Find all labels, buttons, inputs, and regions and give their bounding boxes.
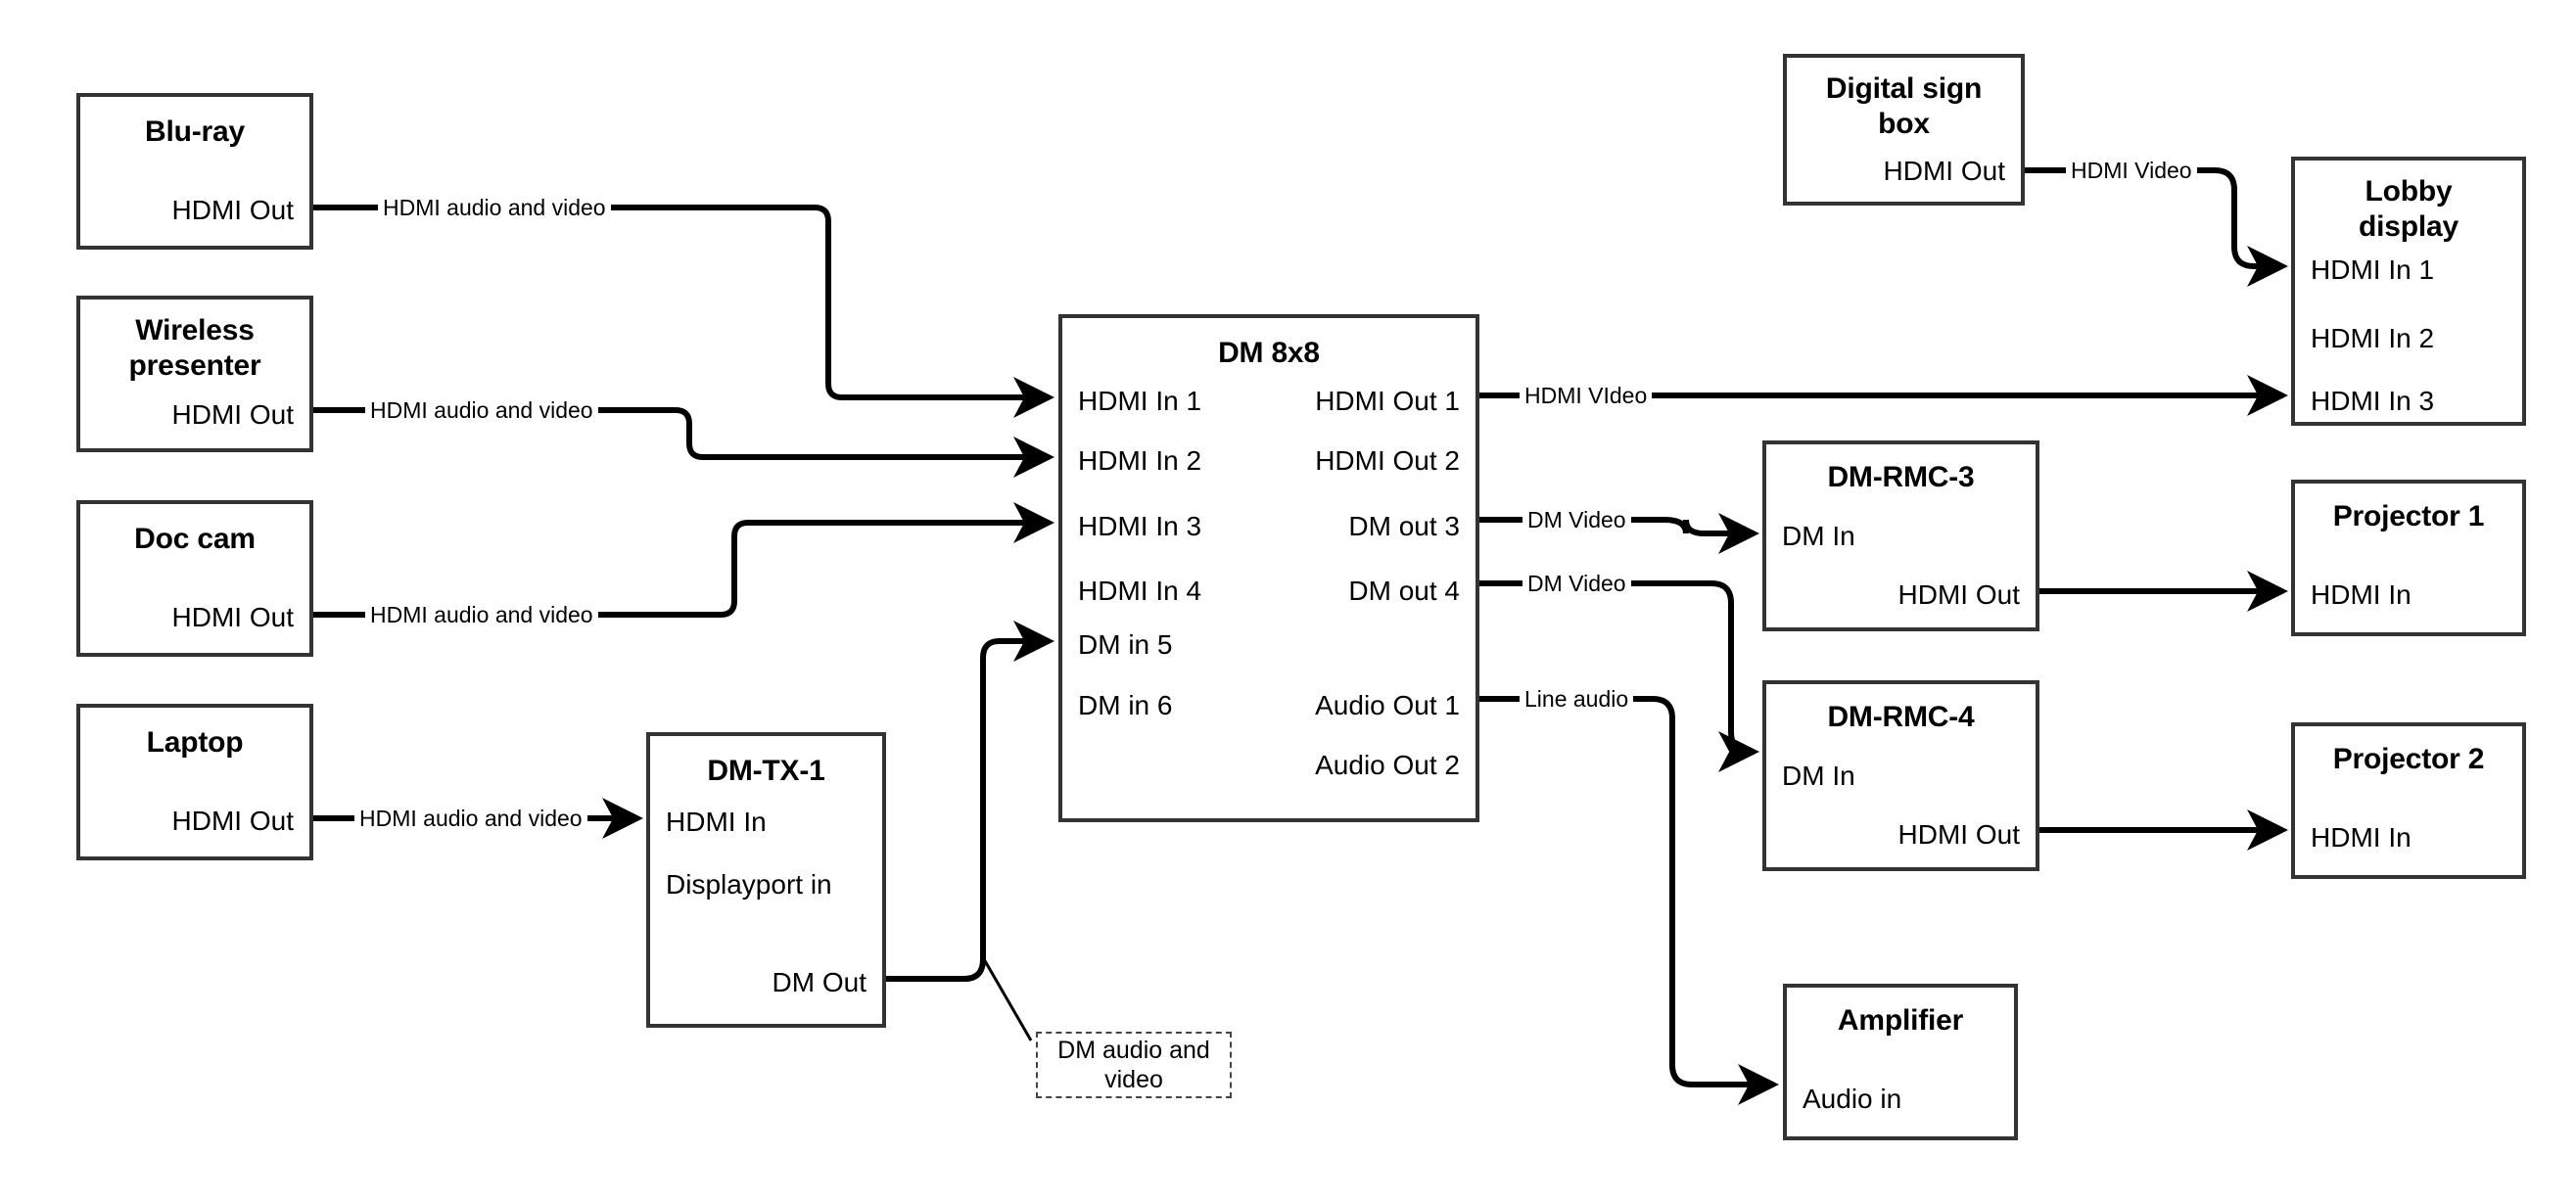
port-dm-tx-1-displayport-in: Displayport in [666,869,832,900]
node-title-amplifier: Amplifier [1837,1004,1964,1037]
node-dm-tx-1[interactable]: DM-TX-1 HDMI In Displayport in DM Out [646,732,886,1028]
node-dm-8x8[interactable]: DM 8x8 HDMI In 1 HDMI In 2 HDMI In 3 HDM… [1058,314,1479,822]
port-dm-8x8-dm-in-5: DM in 5 [1078,629,1173,660]
node-title-dm-rmc-3: DM-RMC-3 [1827,461,1975,493]
port-dm-8x8-hdmi-out-1: HDMI Out 1 [1315,386,1460,416]
note-dm-audio-and-video: DM audio and video [1036,1032,1232,1098]
node-wireless-presenter[interactable]: Wireless presenter HDMI Out [76,296,313,452]
port-lobby-display-hdmi-in-1: HDMI In 1 [2311,254,2435,285]
port-projector-2-hdmi-in: HDMI In [2311,822,2412,853]
node-amplifier[interactable]: Amplifier Audio in [1783,984,2018,1140]
port-laptop-hdmi-out: HDMI Out [171,806,294,836]
node-laptop[interactable]: Laptop HDMI Out [76,704,313,860]
wire-label-laptop: HDMI audio and video [354,806,587,831]
wire-label-blu-ray: HDMI audio and video [378,195,611,220]
port-dm-rmc-3-dm-in: DM In [1782,521,1855,551]
node-title-lobby-display: Lobby display [2359,175,2459,243]
port-dm-8x8-hdmi-in-1: HDMI In 1 [1078,386,1202,416]
node-projector-2[interactable]: Projector 2 HDMI In [2291,722,2526,879]
node-title-projector-1: Projector 1 [2332,500,2485,532]
port-doc-cam-hdmi-out: HDMI Out [171,602,294,632]
port-dm-rmc-3-hdmi-out: HDMI Out [1897,579,2020,610]
port-wireless-presenter-hdmi-out: HDMI Out [171,399,294,430]
port-digital-sign-box-hdmi-out: HDMI Out [1883,156,2005,186]
node-blu-ray[interactable]: Blu-ray HDMI Out [76,93,313,250]
node-title-doc-cam: Doc cam [134,523,256,555]
port-dm-rmc-4-hdmi-out: HDMI Out [1897,819,2020,850]
node-title-dm-tx-1: DM-TX-1 [707,755,825,787]
wire-label-digital-sign: HDMI Video [2066,158,2197,183]
node-title-dm-rmc-4: DM-RMC-4 [1827,701,1975,733]
node-lobby-display[interactable]: Lobby display HDMI In 1 HDMI In 2 HDMI I… [2291,157,2526,426]
port-blu-ray-hdmi-out: HDMI Out [171,195,294,225]
port-dm-tx-1-dm-out: DM Out [772,967,866,997]
port-lobby-display-hdmi-in-2: HDMI In 2 [2311,323,2435,353]
port-dm-8x8-dm-out-3: DM out 3 [1348,511,1460,541]
node-dm-rmc-3[interactable]: DM-RMC-3 DM In HDMI Out [1762,440,2039,631]
port-dm-8x8-audio-out-2: Audio Out 2 [1315,750,1460,780]
wire-label-hdmi-out-1: HDMI VIdeo [1520,383,1653,408]
port-lobby-display-hdmi-in-3: HDMI In 3 [2311,386,2435,416]
port-dm-8x8-audio-out-1: Audio Out 1 [1315,690,1460,720]
wire-label-doc-cam: HDMI audio and video [365,602,598,627]
wire-dm-tx-1-to-dm-in-5 [886,621,1054,982]
node-digital-sign-box[interactable]: Digital sign box HDMI Out [1783,54,2025,206]
port-projector-1-hdmi-in: HDMI In [2311,579,2412,610]
wire-digital-sign-to-lobby-hdmi-in-1 [2025,167,2288,287]
node-projector-1[interactable]: Projector 1 HDMI In [2291,480,2526,636]
node-title-laptop: Laptop [146,726,244,759]
wire-label-wireless-presenter: HDMI audio and video [365,397,598,423]
wire-label-dm-out-3: DM Video [1522,507,1631,532]
port-dm-8x8-dm-in-6: DM in 6 [1078,690,1173,720]
wire-blu-ray-to-hdmi-in-1 [313,205,1054,418]
note-dm-audio-and-video-text: DM audio and video [1057,1037,1210,1093]
node-title-wireless-presenter: Wireless presenter [128,314,261,382]
wire-label-dm-out-4: DM Video [1522,571,1631,596]
wire-audio-out-1-to-amplifier [1479,696,1779,1105]
node-title-projector-2: Projector 2 [2332,743,2485,775]
port-dm-8x8-hdmi-in-4: HDMI In 4 [1078,576,1202,606]
port-dm-8x8-dm-out-4: DM out 4 [1348,576,1460,606]
node-title-blu-ray: Blu-ray [145,115,245,148]
leader-line-dm-note [982,958,1033,1041]
wire-doc-cam-to-hdmi-in-3 [313,502,1054,618]
port-dm-tx-1-hdmi-in: HDMI In [666,807,767,837]
wire-dm-out-4-to-dm-rmc-4 [1479,580,1759,772]
port-dm-8x8-hdmi-in-3: HDMI In 3 [1078,511,1202,541]
port-dm-8x8-hdmi-out-2: HDMI Out 2 [1315,445,1460,476]
node-dm-rmc-4[interactable]: DM-RMC-4 DM In HDMI Out [1762,680,2039,871]
port-amplifier-audio-in: Audio in [1803,1084,1902,1114]
node-doc-cam[interactable]: Doc cam HDMI Out [76,500,313,657]
wire-label-audio-out-1: Line audio [1520,686,1634,712]
port-dm-rmc-4-dm-in: DM In [1782,761,1855,791]
port-dm-8x8-hdmi-in-2: HDMI In 2 [1078,445,1202,476]
node-title-dm-8x8: DM 8x8 [1218,337,1320,369]
node-title-digital-sign-box: Digital sign box [1825,72,1983,140]
